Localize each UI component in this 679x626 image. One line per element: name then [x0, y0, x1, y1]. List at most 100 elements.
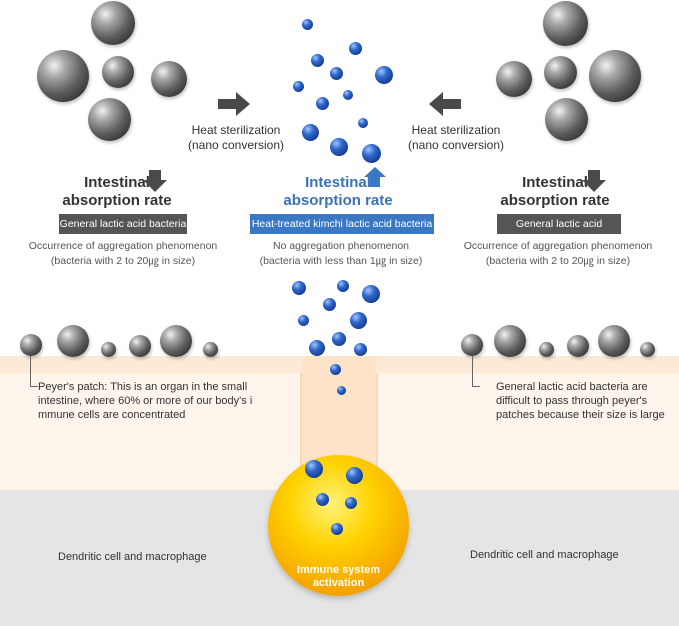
heading-line: absorption rate: [62, 192, 172, 209]
blue-sphere: [331, 523, 343, 535]
blue-sphere: [293, 81, 304, 92]
channel-edge-left: [300, 373, 302, 490]
heading-line: absorption rate: [283, 192, 393, 209]
sterilization-sub-label: (nano conversion): [187, 138, 285, 152]
gray-sphere: [57, 325, 89, 357]
left-absorption-heading: Intestinal absorption rate: [62, 174, 172, 210]
gray-sphere: [91, 1, 135, 45]
gray-sphere: [640, 342, 655, 357]
general-bacteria-note: General lactic acid bacteria are difficu…: [496, 380, 666, 422]
left-bacteria-badge: General lactic acid bacteria: [59, 214, 187, 234]
description-line: Occurrence of aggregation phenomenon: [28, 240, 218, 252]
heading-line: Intestinal: [522, 174, 588, 191]
gray-sphere: [88, 98, 131, 141]
arrow-right-icon: [218, 92, 250, 116]
peyer-leader-horizontal: [30, 386, 38, 387]
blue-sphere: [311, 54, 324, 67]
gray-sphere: [543, 1, 588, 46]
sterilization-label: Heat sterilization: [411, 123, 501, 137]
blue-sphere: [302, 124, 319, 141]
note-line: intestine, where 60% or more of our body…: [38, 395, 253, 407]
description-line: Occurrence of aggregation phenomenon: [463, 240, 653, 252]
blue-sphere: [358, 118, 368, 128]
immune-line: Immune system: [296, 564, 381, 576]
note-line: General lactic acid bacteria are: [496, 381, 648, 393]
arrow-down-icon: [143, 170, 167, 192]
blue-sphere: [332, 332, 346, 346]
blue-sphere: [362, 285, 380, 303]
blue-sphere: [330, 138, 348, 156]
gray-sphere: [545, 98, 588, 141]
blue-sphere: [323, 298, 336, 311]
channel-edge-right: [376, 373, 378, 490]
blue-sphere: [309, 340, 325, 356]
blue-sphere: [362, 144, 381, 163]
blue-sphere: [337, 280, 349, 292]
sterilization-label: Heat sterilization: [191, 123, 281, 137]
right-absorption-heading: Intestinal absorption rate: [500, 174, 610, 210]
center-description: No aggregation phenomenon (bacteria with…: [236, 239, 446, 269]
blue-sphere: [302, 19, 313, 30]
gray-sphere: [496, 61, 532, 97]
gray-sphere: [129, 335, 151, 357]
description-line: (bacteria with less than 1㎍ in size): [259, 255, 423, 267]
note-line: patches because their size is large: [496, 409, 665, 421]
heat-sterilization-right: Heat sterilization (nano conversion): [396, 123, 516, 153]
gray-sphere: [151, 61, 187, 97]
blue-sphere: [305, 460, 323, 478]
blue-sphere: [298, 315, 309, 326]
note-line: mmune cells are concentrated: [38, 409, 186, 421]
gray-sphere: [160, 325, 192, 357]
general-leader-horizontal: [472, 386, 480, 387]
sterilization-sub-label: (nano conversion): [407, 138, 505, 152]
general-leader-vertical: [472, 356, 473, 386]
right-description: Occurrence of aggregation phenomenon (ba…: [455, 239, 661, 269]
gray-sphere: [102, 56, 134, 88]
blue-sphere: [350, 312, 367, 329]
gray-sphere: [37, 50, 89, 102]
peyers-patch-note: Peyer's patch: This is an organ in the s…: [38, 380, 278, 422]
peyer-leader-vertical: [30, 356, 31, 386]
blue-sphere: [330, 67, 343, 80]
gray-sphere: [589, 50, 641, 102]
blue-sphere: [354, 343, 367, 356]
arrow-down-icon: [582, 170, 606, 192]
gray-sphere: [461, 334, 483, 356]
heading-line: Intestinal: [84, 174, 150, 191]
gray-sphere: [101, 342, 116, 357]
blue-sphere: [330, 364, 341, 375]
left-description: Occurrence of aggregation phenomenon (ba…: [20, 239, 226, 269]
gray-sphere: [203, 342, 218, 357]
blue-sphere: [337, 386, 346, 395]
gray-sphere: [20, 334, 42, 356]
gray-sphere: [598, 325, 630, 357]
description-line: (bacteria with 2 to 20㎍ in size): [485, 255, 631, 267]
blue-sphere: [345, 497, 357, 509]
dendritic-label-right: Dendritic cell and macrophage: [470, 549, 619, 561]
blue-sphere: [349, 42, 362, 55]
gray-sphere: [494, 325, 526, 357]
heading-line: absorption rate: [500, 192, 610, 209]
arrow-up-icon: [364, 167, 386, 187]
dendritic-label-left: Dendritic cell and macrophage: [58, 551, 207, 563]
gray-sphere: [544, 56, 577, 89]
immune-line: activation: [312, 577, 365, 589]
gray-sphere: [567, 335, 589, 357]
blue-sphere: [292, 281, 306, 295]
center-bacteria-badge: Heat-treated kimchi lactic acid bacteria: [250, 214, 434, 234]
immune-activation-label: Immune system activation: [268, 564, 409, 590]
gray-sphere: [539, 342, 554, 357]
heat-sterilization-left: Heat sterilization (nano conversion): [176, 123, 296, 153]
blue-sphere: [375, 66, 393, 84]
description-line: (bacteria with 2 to 20㎍ in size): [50, 255, 196, 267]
arrow-left-icon: [429, 92, 461, 116]
right-bacteria-badge: General lactic acid bacteria: [497, 214, 621, 250]
blue-sphere: [316, 97, 329, 110]
note-line: Peyer's patch: This is an organ in the s…: [38, 381, 248, 393]
note-line: difficult to pass through peyer's: [496, 395, 648, 407]
center-absorption-heading: Intestinal absorption rate: [282, 174, 394, 210]
blue-sphere: [316, 493, 329, 506]
blue-sphere: [346, 467, 363, 484]
description-line: No aggregation phenomenon: [272, 240, 410, 252]
heading-line: Intestinal: [305, 174, 371, 191]
